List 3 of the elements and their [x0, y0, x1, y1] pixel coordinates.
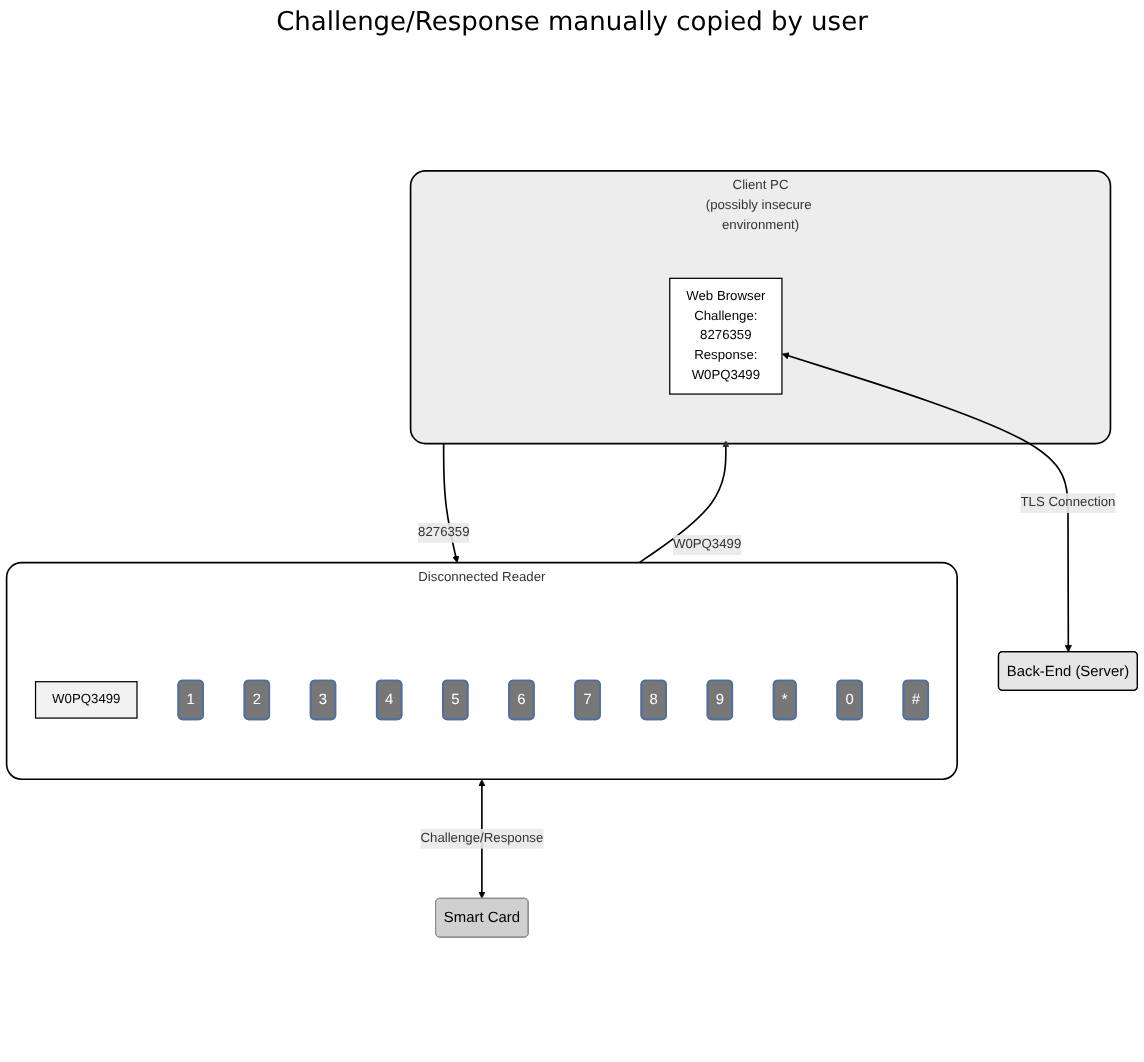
- arrow: [638, 440, 730, 564]
- note-text: Challenge/Response manually copied by user: [276, 8, 868, 38]
- arrow: [781, 352, 1072, 653]
